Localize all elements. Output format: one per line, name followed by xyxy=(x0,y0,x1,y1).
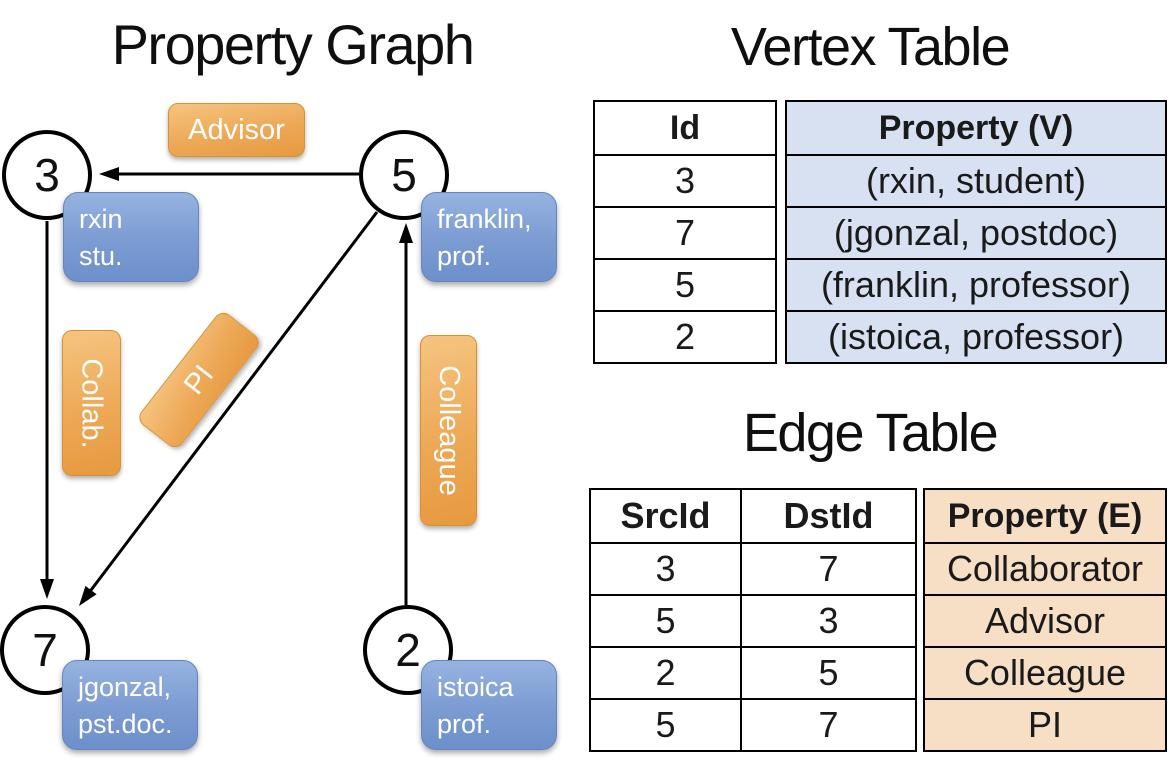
vertex-table-id-cell: 2 xyxy=(595,310,775,362)
vertex-id-label: 3 xyxy=(34,149,60,201)
vertex-table-id-column: Id 3 7 5 2 xyxy=(593,100,777,364)
property-line: prof. xyxy=(437,709,492,739)
edge-table-srcid-header: SrcId xyxy=(591,490,742,542)
edge-table-id-columns: SrcId DstId 3 7 5 3 2 5 5 7 xyxy=(589,488,917,752)
edge-table-dst-cell: 7 xyxy=(818,548,839,589)
vertex-table-title: Vertex Table xyxy=(730,17,1011,77)
vertex-table-property-cell: (franklin, professor) xyxy=(787,258,1165,310)
edge-table-src-cell: 5 xyxy=(591,596,742,646)
vertex-table-id-cell: 7 xyxy=(595,206,775,258)
vertex-table-id-cell: 5 xyxy=(595,258,775,310)
edge-table-src-cell: 3 xyxy=(591,544,742,594)
edge-table-src-cell: 5 xyxy=(591,700,742,750)
property-line: istoica xyxy=(437,672,514,702)
edge-table-src-cell: 2 xyxy=(591,648,742,698)
vertex-id-label: 2 xyxy=(395,624,421,676)
property-graph-title: Property Graph xyxy=(111,13,475,76)
edge-label-text: Colleague xyxy=(433,365,466,496)
edge-table-property-cell: Advisor xyxy=(925,594,1165,646)
edge-table-title: Edge Table xyxy=(742,403,999,463)
vertex-id-label: 5 xyxy=(391,149,417,201)
edge-table-property-cell: Collaborator xyxy=(925,542,1165,594)
vertex-table-id-header: Id xyxy=(669,108,701,147)
property-line: pst.doc. xyxy=(78,709,173,739)
vertex-property-box-5: franklin, prof. xyxy=(421,192,557,282)
vertex-property-box-3: rxin stu. xyxy=(63,192,199,282)
edge-label-advisor: Advisor xyxy=(168,103,305,157)
property-line: franklin, xyxy=(437,204,532,234)
property-line: rxin xyxy=(79,204,123,234)
vertex-table-property-cell: (rxin, student) xyxy=(787,154,1165,206)
vertex-table-property-header: Property (V) xyxy=(787,102,1165,154)
vertex-table-property-cell: (jgonzal, postdoc) xyxy=(787,206,1165,258)
vertex-table-property-cell: (istoica, professor) xyxy=(787,310,1165,362)
property-line: prof. xyxy=(437,241,492,271)
edge-label-text: Collab. xyxy=(76,357,108,449)
vertex-table-property-column: Property (V) (rxin, student) (jgonzal, p… xyxy=(785,100,1167,364)
vertex-id-label: 7 xyxy=(32,624,58,676)
edge-table-property-header: Property (E) xyxy=(925,490,1165,542)
edge-label-collaborator: Collab. xyxy=(62,330,121,476)
property-line: stu. xyxy=(79,241,123,271)
edge-table-dst-cell: 3 xyxy=(818,600,839,641)
edge-label-text: PI xyxy=(177,359,220,401)
edge-label-pi: PI xyxy=(135,308,263,452)
vertex-property-box-7: jgonzal, pst.doc. xyxy=(62,660,198,750)
edge-table-property-cell: PI xyxy=(925,698,1165,750)
edge-table-dst-cell: 5 xyxy=(818,652,839,693)
property-line: jgonzal, xyxy=(78,672,172,702)
edge-table-dst-cell: 7 xyxy=(818,704,839,745)
vertex-table-id-cell: 3 xyxy=(595,154,775,206)
edge-table-property-column: Property (E) Collaborator Advisor Collea… xyxy=(923,488,1167,752)
edge-label-colleague: Colleague xyxy=(420,335,477,526)
edge-table-property-cell: Colleague xyxy=(925,646,1165,698)
edge-label-text: Advisor xyxy=(188,113,285,146)
vertex-property-box-2: istoica prof. xyxy=(421,660,557,750)
edge-table-dstid-header: DstId xyxy=(783,495,874,536)
vertex-circle-3: 3 xyxy=(2,130,92,220)
